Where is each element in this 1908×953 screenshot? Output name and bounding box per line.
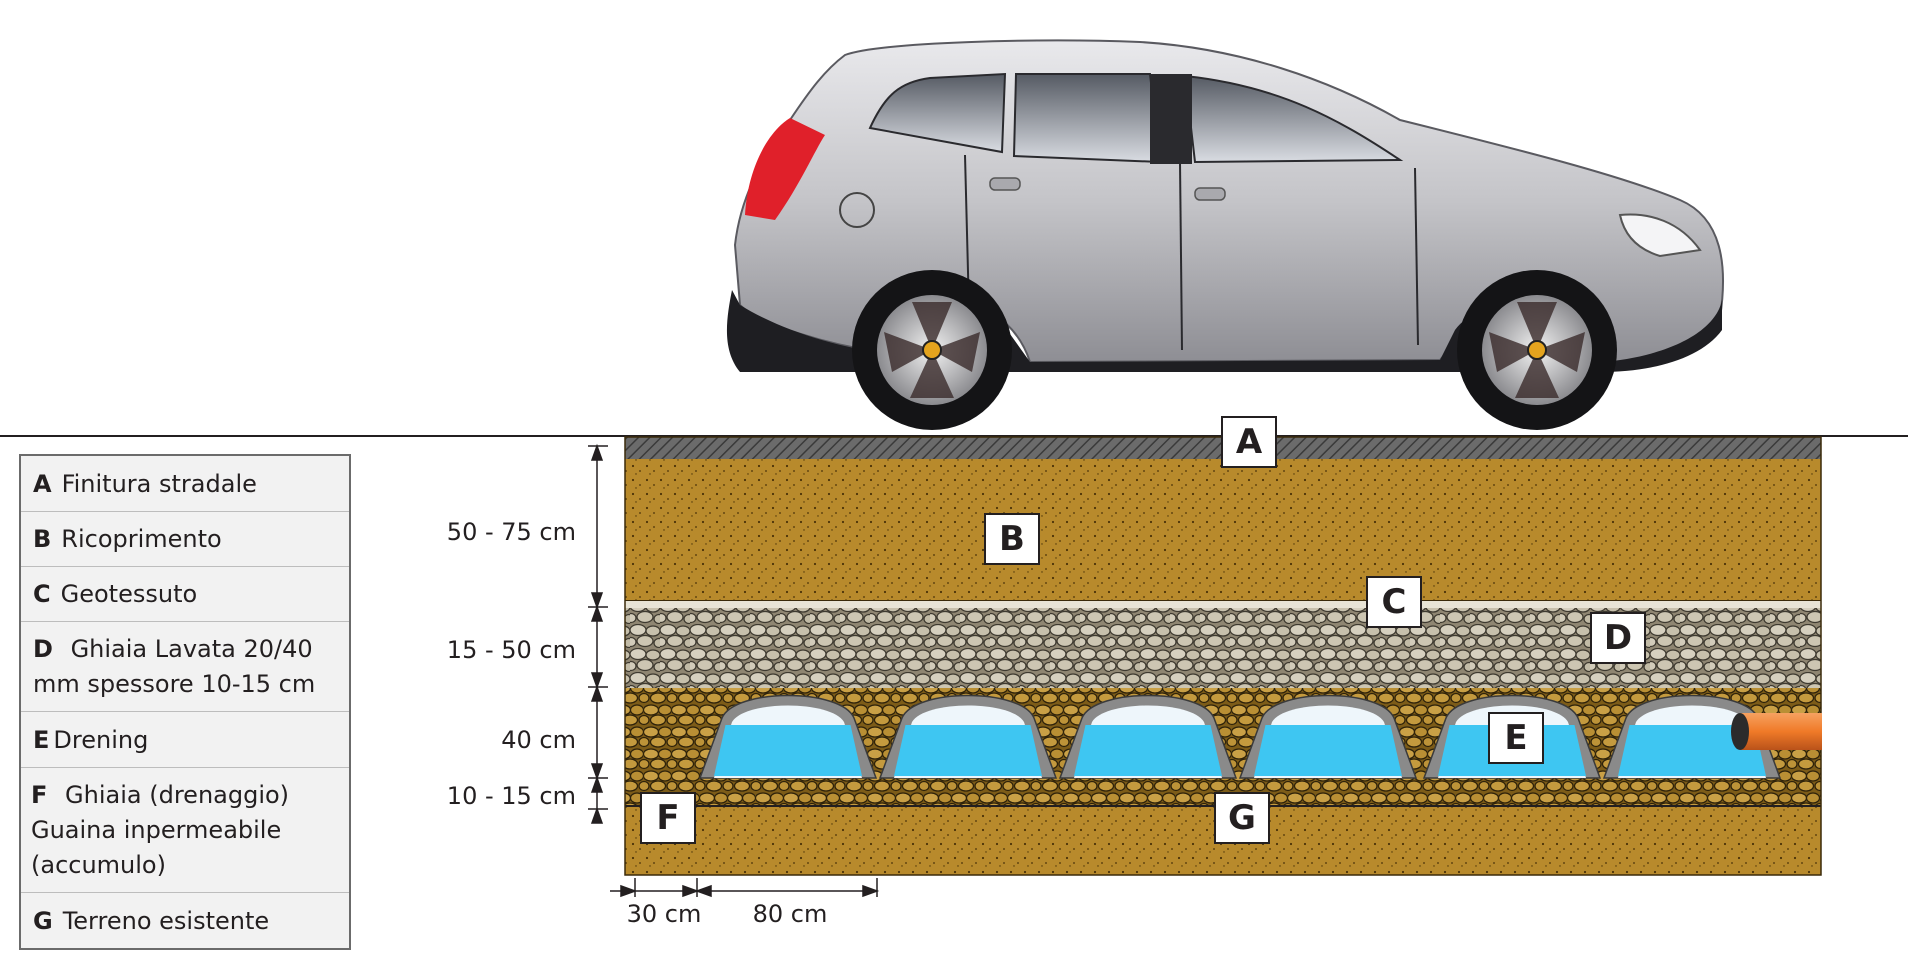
label-g: G bbox=[1214, 792, 1270, 844]
car-illustration bbox=[726, 39, 1725, 430]
label-e: E bbox=[1488, 712, 1544, 764]
vertical-dimension-lines bbox=[588, 443, 608, 824]
drening-modules bbox=[698, 694, 1782, 779]
dimension-gravel: 15 - 50 cm bbox=[446, 636, 576, 664]
legend-letter: D bbox=[33, 635, 53, 663]
label-a: A bbox=[1221, 416, 1277, 468]
label-d: D bbox=[1590, 612, 1646, 664]
legend-row-d: D Ghiaia Lavata 20/40 mm spessore 10-15 … bbox=[21, 622, 349, 712]
label-c: C bbox=[1366, 576, 1422, 628]
legend-text: Ghiaia (drenaggio) Guaina inpermeabile (… bbox=[31, 781, 290, 879]
legend-letter: F bbox=[31, 781, 48, 809]
dimension-drening: 40 cm bbox=[501, 726, 576, 754]
legend-text: Finitura stradale bbox=[61, 469, 257, 498]
legend-text: Geotessuto bbox=[60, 580, 198, 608]
legend-row-c: C Geotessuto bbox=[21, 567, 349, 622]
drening-dome bbox=[1238, 694, 1418, 779]
dimension-spacing: 80 cm bbox=[752, 900, 828, 928]
drening-dome bbox=[1058, 694, 1238, 779]
dimension-cover: 50 - 75 cm bbox=[446, 518, 576, 546]
legend-row-b: B Ricoprimento bbox=[21, 512, 349, 567]
legend-letter: B bbox=[33, 525, 52, 553]
drening-dome bbox=[878, 694, 1058, 779]
legend-letter: G bbox=[33, 906, 53, 935]
layer-c-geotextile bbox=[625, 601, 1821, 608]
legend-letter: C bbox=[33, 580, 51, 608]
legend-row-g: G Terreno esistente bbox=[21, 893, 349, 948]
front-wheel bbox=[1457, 270, 1617, 430]
legend-row-f: F Ghiaia (drenaggio) Guaina inpermeabile… bbox=[21, 768, 349, 893]
legend-table: A Finitura stradale B Ricoprimento C Geo… bbox=[19, 454, 351, 950]
horizontal-dimension-lines bbox=[610, 878, 880, 898]
layer-b-cover bbox=[625, 459, 1821, 601]
drening-dome bbox=[698, 694, 878, 779]
legend-text: Ghiaia Lavata 20/40 mm spessore 10-15 cm bbox=[33, 635, 316, 698]
legend-text: Drening bbox=[53, 725, 149, 754]
legend-text: Ricoprimento bbox=[61, 525, 222, 553]
label-b: B bbox=[984, 513, 1040, 565]
legend-letter: A bbox=[33, 469, 52, 498]
legend-row-e: E Drening bbox=[21, 712, 349, 768]
dimension-base: 10 - 15 cm bbox=[446, 782, 576, 810]
legend-letter: E bbox=[33, 725, 50, 754]
rear-wheel bbox=[852, 270, 1012, 430]
dimension-edge: 30 cm bbox=[626, 900, 702, 928]
legend-text: Terreno esistente bbox=[62, 906, 270, 935]
outlet-pipe bbox=[1731, 713, 1822, 750]
legend-row-a: A Finitura stradale bbox=[21, 456, 349, 512]
label-f: F bbox=[640, 792, 696, 844]
